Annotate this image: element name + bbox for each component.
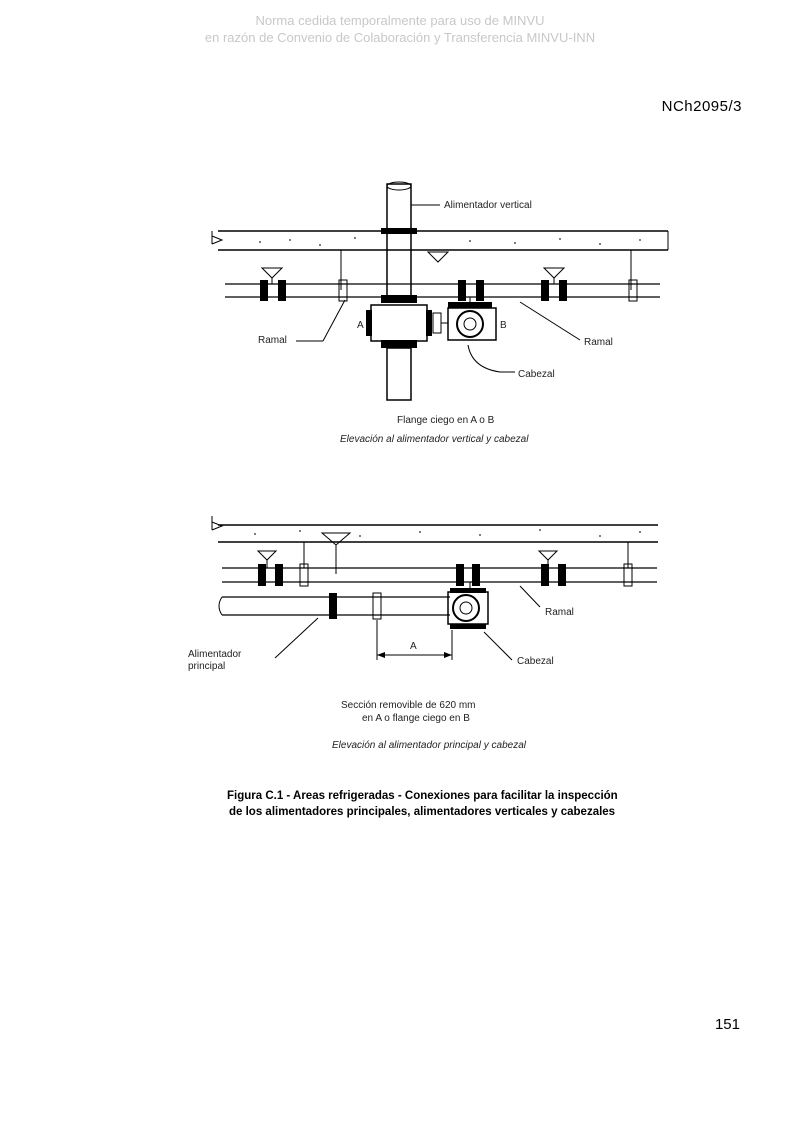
vertical-feeder-pipe — [381, 181, 417, 401]
standard-code: NCh2095/3 — [661, 98, 742, 115]
figure-caption-line-1: Figura C.1 - Areas refrigeradas - Conexi… — [227, 790, 618, 802]
caption-bottom: Elevación al alimentador principal y cab… — [332, 740, 527, 751]
page-number: 151 — [714, 1016, 740, 1033]
label-header: Cabezal — [518, 369, 555, 380]
ceiling-slab-bottom — [211, 516, 658, 543]
figure-caption-line-2: de los alimentadores principales, alimen… — [229, 806, 616, 818]
leader-main-feeder — [274, 617, 319, 659]
hanger-bottom — [320, 532, 352, 546]
caption-top: Elevación al alimentador vertical y cabe… — [340, 434, 529, 445]
watermark-line-1: Norma cedida temporalmente para uso de M… — [255, 13, 545, 28]
ceiling-slab — [211, 230, 669, 251]
valve-right — [542, 267, 566, 284]
header-valve-bottom — [447, 588, 489, 629]
label-dimension-a: A — [410, 641, 417, 652]
cross-fitting-a — [366, 304, 442, 342]
leader-header-bottom — [483, 631, 513, 661]
dimension-a — [376, 620, 453, 660]
label-header-bottom: Cabezal — [517, 656, 554, 667]
note-bottom-line-2: en A o flange ciego en B — [362, 713, 470, 724]
leader-branch-bottom — [519, 585, 541, 608]
leader-header — [467, 344, 515, 373]
figure-caption: Figura C.1 - Areas refrigeradas - Conexi… — [227, 788, 667, 820]
branch-pipe-bottom — [222, 563, 657, 587]
figure-bottom-diagram: A Ramal Alimentador principal Cabezal Se… — [188, 516, 658, 751]
label-branch-right: Ramal — [584, 337, 613, 348]
label-branch-left: Ramal — [258, 335, 287, 346]
label-main-feeder-line-2: principal — [188, 661, 225, 672]
label-branch-bottom: Ramal — [545, 607, 574, 618]
hanger-top — [426, 251, 450, 263]
main-feeder-pipe — [218, 592, 450, 620]
label-point-b: B — [500, 320, 507, 331]
leader-branch-right — [519, 301, 581, 341]
header-valve-b — [441, 297, 497, 341]
leader-branch-left — [322, 299, 346, 342]
label-main-feeder-line-1: Alimentador — [188, 649, 242, 660]
note-bottom-line-1: Sección removible de 620 mm — [341, 700, 476, 711]
label-vertical-feeder: Alimentador vertical — [444, 200, 532, 211]
valve-bottom-right — [537, 550, 559, 568]
branch-pipe-top — [225, 279, 660, 302]
watermark-line-2: en razón de Convenio de Colaboración y T… — [204, 30, 596, 45]
note-top: Flange ciego en A o B — [397, 415, 495, 426]
valve-left — [260, 267, 284, 284]
valve-bottom-left — [256, 550, 278, 568]
label-point-a: A — [357, 320, 364, 331]
figure-top-diagram: Alimentador vertical A — [211, 181, 669, 445]
